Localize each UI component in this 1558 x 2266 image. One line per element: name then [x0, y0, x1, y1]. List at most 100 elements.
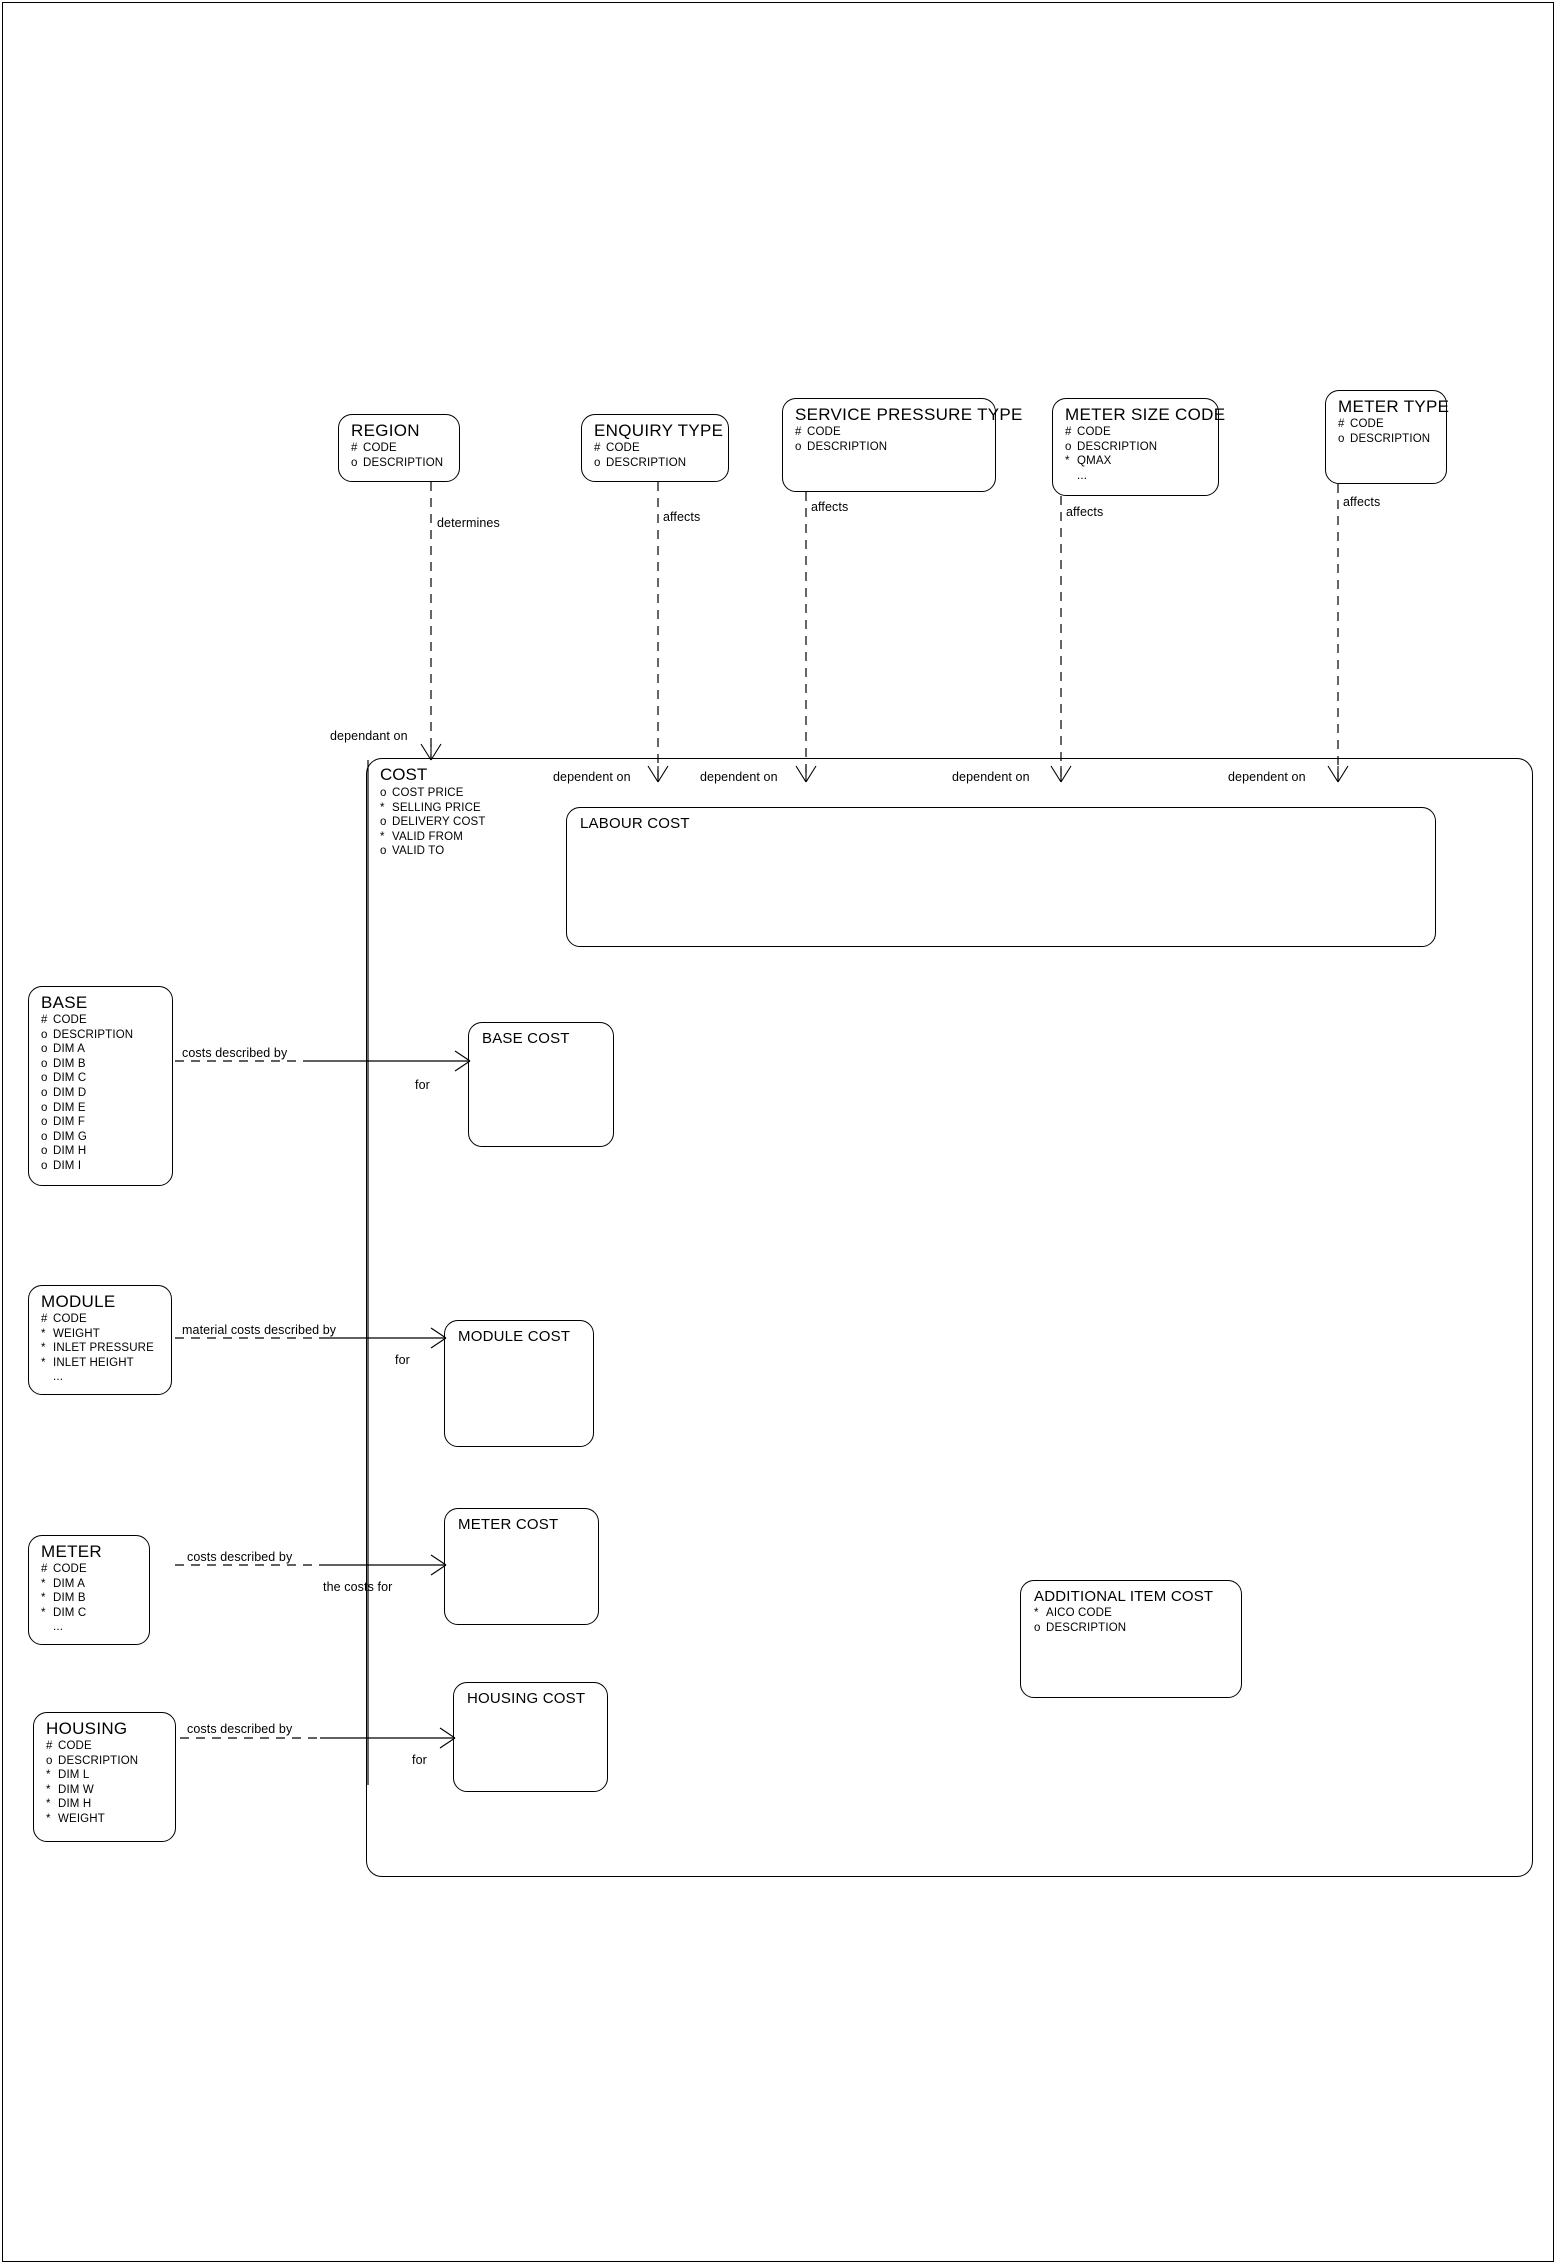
attribute-marker: * [41, 1342, 46, 1355]
attribute-marker: # [41, 1313, 48, 1325]
crowsfoot-base-cost [454, 1050, 471, 1072]
entity-enquiry-type[interactable]: ENQUIRY TYPE # CODE o DESCRIPTION [581, 414, 729, 482]
attribute-label: DIM W [58, 1783, 94, 1796]
attribute-label: DIM D [53, 1086, 87, 1099]
attribute-marker: * [41, 1592, 46, 1605]
attribute-marker: o [41, 1086, 48, 1099]
attribute-label: WEIGHT [53, 1327, 100, 1340]
entity-name: ENQUIRY TYPE [594, 421, 724, 440]
attribute-label: CODE [53, 1563, 87, 1575]
attribute-label: CODE [807, 426, 841, 438]
attribute-row: * DIM W [46, 1783, 165, 1798]
crowsfoot-meter-cost [430, 1554, 447, 1576]
attribute-list: #CODE *DIM A *DIM B *DIM C ... [41, 1562, 139, 1635]
subtype-meter-cost[interactable]: METER COST [444, 1508, 599, 1625]
attribute-marker: o [380, 816, 387, 829]
entity-name: BASE [41, 993, 88, 1012]
attribute-label: CODE [58, 1740, 92, 1752]
attribute-marker: * [46, 1812, 51, 1825]
entity-name: ADDITIONAL ITEM COST [1034, 1588, 1214, 1605]
entity-module[interactable]: MODULE #CODE *WEIGHT *INLET PRESSURE *IN… [28, 1285, 172, 1395]
subtype-labour-cost[interactable]: LABOUR COST [566, 807, 1436, 947]
attribute-label: DESCRIPTION [606, 456, 687, 469]
subtype-housing-cost[interactable]: HOUSING COST [453, 1682, 608, 1792]
attribute-marker: # [1338, 418, 1345, 430]
relationship-label-dependent-on-1: dependent on [553, 770, 631, 784]
attribute-marker: # [594, 442, 601, 454]
attribute-label: AICO CODE [1046, 1607, 1112, 1619]
attribute-marker: o [41, 1159, 48, 1172]
attribute-row: #CODE [351, 441, 449, 456]
attribute-label: DIM B [53, 1592, 86, 1605]
attribute-row: * WEIGHT [46, 1812, 165, 1827]
attribute-marker: o [795, 440, 802, 453]
relationship-label-housing-for: for [412, 1753, 427, 1767]
attribute-list: # CODE o DESCRIPTION [594, 441, 718, 470]
relationship-label-housing-costs-described-by: costs described by [187, 1722, 293, 1736]
crowsfoot-enquiry [647, 765, 669, 783]
attribute-label: DESCRIPTION [363, 456, 444, 469]
attribute-label: DESCRIPTION [53, 1028, 134, 1041]
relationship-label-affects-service-pressure: affects [811, 500, 849, 514]
attribute-marker: * [1034, 1607, 1039, 1619]
attribute-row: #CODE [41, 1013, 162, 1028]
attribute-label: DESCRIPTION [1046, 1621, 1127, 1634]
attribute-row: *DIM H [46, 1797, 165, 1812]
attribute-marker: * [46, 1769, 51, 1782]
entity-name: METER [41, 1542, 102, 1561]
attribute-marker: o [41, 1057, 48, 1070]
entity-name: SERVICE PRESSURE TYPE [795, 405, 1023, 424]
attribute-label: VALID FROM [392, 830, 463, 843]
attribute-row: #CODE [41, 1562, 139, 1577]
relationship-label-dependent-on-3: dependent on [952, 770, 1030, 784]
relationship-label-dependant-on: dependant on [330, 729, 408, 743]
attribute-label: DIM G [53, 1130, 87, 1143]
entity-name: MODULE [41, 1292, 116, 1311]
attribute-row: #CODE [795, 425, 985, 440]
relationship-label-affects-meter-type: affects [1343, 495, 1381, 509]
entity-meter[interactable]: METER #CODE *DIM A *DIM B *DIM C ... [28, 1535, 150, 1645]
attribute-row: *DIM A [41, 1577, 139, 1592]
attribute-marker: * [46, 1783, 51, 1796]
entity-name: BASE COST [482, 1030, 570, 1047]
attribute-label: CODE [606, 442, 640, 454]
relationship-label-dependent-on-4: dependent on [1228, 770, 1306, 784]
attribute-marker: * [41, 1327, 46, 1340]
attribute-list: #CODE *WEIGHT *INLET PRESSURE *INLET HEI… [41, 1312, 161, 1385]
attribute-label: ... [53, 1371, 64, 1384]
entity-name: COST [380, 765, 428, 784]
relationship-label-affects-meter-size: affects [1066, 505, 1104, 519]
attribute-marker: o [594, 456, 601, 469]
attribute-row: ... [1065, 469, 1208, 484]
crowsfoot-housing-cost [439, 1727, 456, 1749]
attribute-marker: * [41, 1356, 46, 1369]
attribute-marker: * [1065, 455, 1070, 468]
attribute-label: DESCRIPTION [58, 1754, 139, 1767]
attribute-label: WEIGHT [58, 1812, 105, 1825]
subtype-module-cost[interactable]: MODULE COST [444, 1320, 594, 1447]
subtype-base-cost[interactable]: BASE COST [468, 1022, 614, 1147]
attribute-marker: * [41, 1577, 46, 1590]
